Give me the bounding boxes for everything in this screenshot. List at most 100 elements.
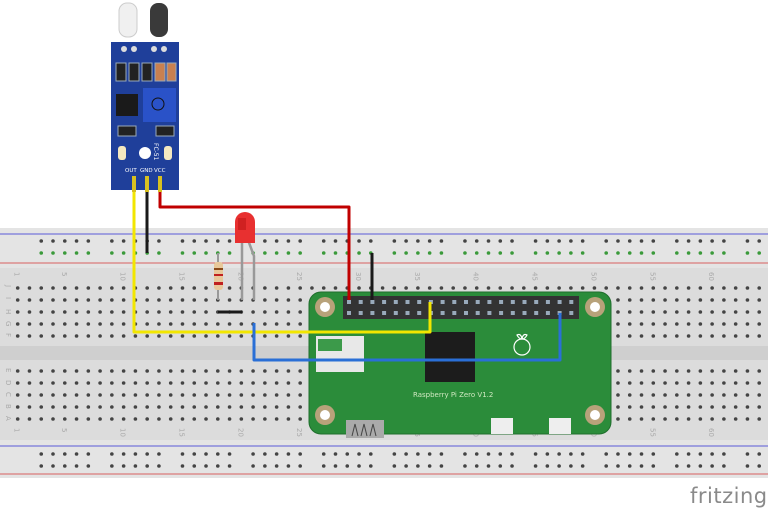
breadboard-hole[interactable] — [651, 251, 656, 255]
gpio-pin[interactable] — [405, 311, 410, 315]
breadboard-hole[interactable] — [733, 381, 738, 385]
breadboard-hole[interactable] — [298, 393, 302, 397]
breadboard-hole[interactable] — [227, 393, 232, 397]
gpio-pin[interactable] — [557, 300, 562, 304]
breadboard-hole[interactable] — [333, 286, 338, 290]
breadboard-hole[interactable] — [215, 239, 220, 243]
breadboard-hole[interactable] — [239, 322, 244, 326]
breadboard-hole[interactable] — [251, 405, 255, 409]
breadboard-hole[interactable] — [51, 464, 55, 468]
breadboard-hole[interactable] — [627, 369, 632, 373]
breadboard-hole[interactable] — [39, 334, 44, 338]
breadboard-hole[interactable] — [62, 322, 67, 326]
breadboard-hole[interactable] — [227, 417, 232, 421]
breadboard-hole[interactable] — [204, 369, 208, 373]
breadboard-hole[interactable] — [86, 381, 91, 385]
breadboard-hole[interactable] — [286, 369, 291, 373]
breadboard-hole[interactable] — [569, 286, 573, 290]
breadboard-hole[interactable] — [569, 464, 573, 468]
breadboard-hole[interactable] — [39, 239, 44, 243]
breadboard-hole[interactable] — [204, 417, 208, 421]
breadboard-hole[interactable] — [274, 393, 279, 397]
breadboard-hole[interactable] — [557, 286, 561, 290]
breadboard-hole[interactable] — [639, 452, 644, 456]
breadboard-hole[interactable] — [110, 452, 114, 456]
breadboard-hole[interactable] — [651, 452, 656, 456]
breadboard-hole[interactable] — [675, 251, 679, 255]
breadboard-hole[interactable] — [686, 464, 691, 468]
raspberry-pi-zero[interactable]: Raspberry Pi Zero V1.2 — [308, 291, 612, 438]
gpio-pin[interactable] — [545, 300, 550, 304]
breadboard-hole[interactable] — [333, 251, 338, 255]
breadboard-hole[interactable] — [74, 369, 79, 373]
breadboard-hole[interactable] — [74, 322, 79, 326]
gpio-pin[interactable] — [534, 300, 539, 304]
breadboard-hole[interactable] — [168, 393, 173, 397]
breadboard-hole[interactable] — [51, 298, 55, 302]
breadboard-hole[interactable] — [121, 286, 126, 290]
potentiometer[interactable] — [143, 88, 176, 122]
breadboard-hole[interactable] — [675, 381, 679, 385]
breadboard-hole[interactable] — [474, 452, 479, 456]
breadboard-hole[interactable] — [498, 286, 503, 290]
breadboard-hole[interactable] — [757, 381, 762, 385]
breadboard-hole[interactable] — [745, 251, 750, 255]
breadboard-hole[interactable] — [698, 369, 703, 373]
breadboard-hole[interactable] — [145, 464, 149, 468]
breadboard-hole[interactable] — [663, 417, 667, 421]
breadboard-hole[interactable] — [510, 239, 514, 243]
breadboard-hole[interactable] — [274, 381, 279, 385]
breadboard-hole[interactable] — [686, 405, 691, 409]
breadboard-hole[interactable] — [698, 298, 703, 302]
breadboard-hole[interactable] — [580, 464, 585, 468]
breadboard-hole[interactable] — [168, 298, 173, 302]
breadboard-hole[interactable] — [15, 369, 20, 373]
breadboard-hole[interactable] — [651, 405, 656, 409]
breadboard-hole[interactable] — [145, 393, 149, 397]
breadboard-hole[interactable] — [722, 452, 726, 456]
breadboard-hole[interactable] — [498, 452, 503, 456]
breadboard-hole[interactable] — [74, 310, 79, 314]
breadboard-hole[interactable] — [74, 452, 79, 456]
breadboard-hole[interactable] — [710, 286, 714, 290]
breadboard-hole[interactable] — [145, 334, 149, 338]
breadboard-hole[interactable] — [604, 452, 608, 456]
breadboard-hole[interactable] — [168, 310, 173, 314]
gpio-pin[interactable] — [499, 300, 504, 304]
breadboard-hole[interactable] — [745, 452, 750, 456]
breadboard-hole[interactable] — [651, 381, 656, 385]
breadboard-hole[interactable] — [133, 369, 138, 373]
breadboard-hole[interactable] — [616, 251, 620, 255]
breadboard-hole[interactable] — [616, 334, 620, 338]
breadboard-hole[interactable] — [604, 464, 608, 468]
breadboard-hole[interactable] — [733, 405, 738, 409]
gpio-header[interactable] — [343, 296, 579, 319]
breadboard-hole[interactable] — [192, 298, 197, 302]
breadboard-hole[interactable] — [168, 334, 173, 338]
breadboard-hole[interactable] — [698, 405, 703, 409]
breadboard-hole[interactable] — [663, 393, 667, 397]
breadboard-hole[interactable] — [157, 393, 161, 397]
gpio-pin[interactable] — [405, 300, 410, 304]
breadboard-hole[interactable] — [651, 298, 656, 302]
breadboard-hole[interactable] — [62, 310, 67, 314]
breadboard-hole[interactable] — [698, 417, 703, 421]
breadboard-hole[interactable] — [145, 310, 149, 314]
breadboard-hole[interactable] — [227, 286, 232, 290]
breadboard-hole[interactable] — [722, 381, 726, 385]
breadboard-hole[interactable] — [168, 286, 173, 290]
breadboard-hole[interactable] — [121, 393, 126, 397]
breadboard-hole[interactable] — [416, 464, 420, 468]
breadboard-hole[interactable] — [51, 381, 55, 385]
breadboard-hole[interactable] — [133, 417, 138, 421]
gpio-pin[interactable] — [452, 311, 457, 315]
breadboard-hole[interactable] — [427, 464, 432, 468]
gpio-pin[interactable] — [440, 300, 445, 304]
breadboard-hole[interactable] — [392, 251, 397, 255]
breadboard-hole[interactable] — [157, 417, 161, 421]
breadboard-hole[interactable] — [310, 286, 314, 290]
breadboard-hole[interactable] — [227, 251, 232, 255]
breadboard-hole[interactable] — [157, 298, 161, 302]
breadboard-hole[interactable] — [39, 298, 44, 302]
breadboard-hole[interactable] — [545, 239, 550, 243]
